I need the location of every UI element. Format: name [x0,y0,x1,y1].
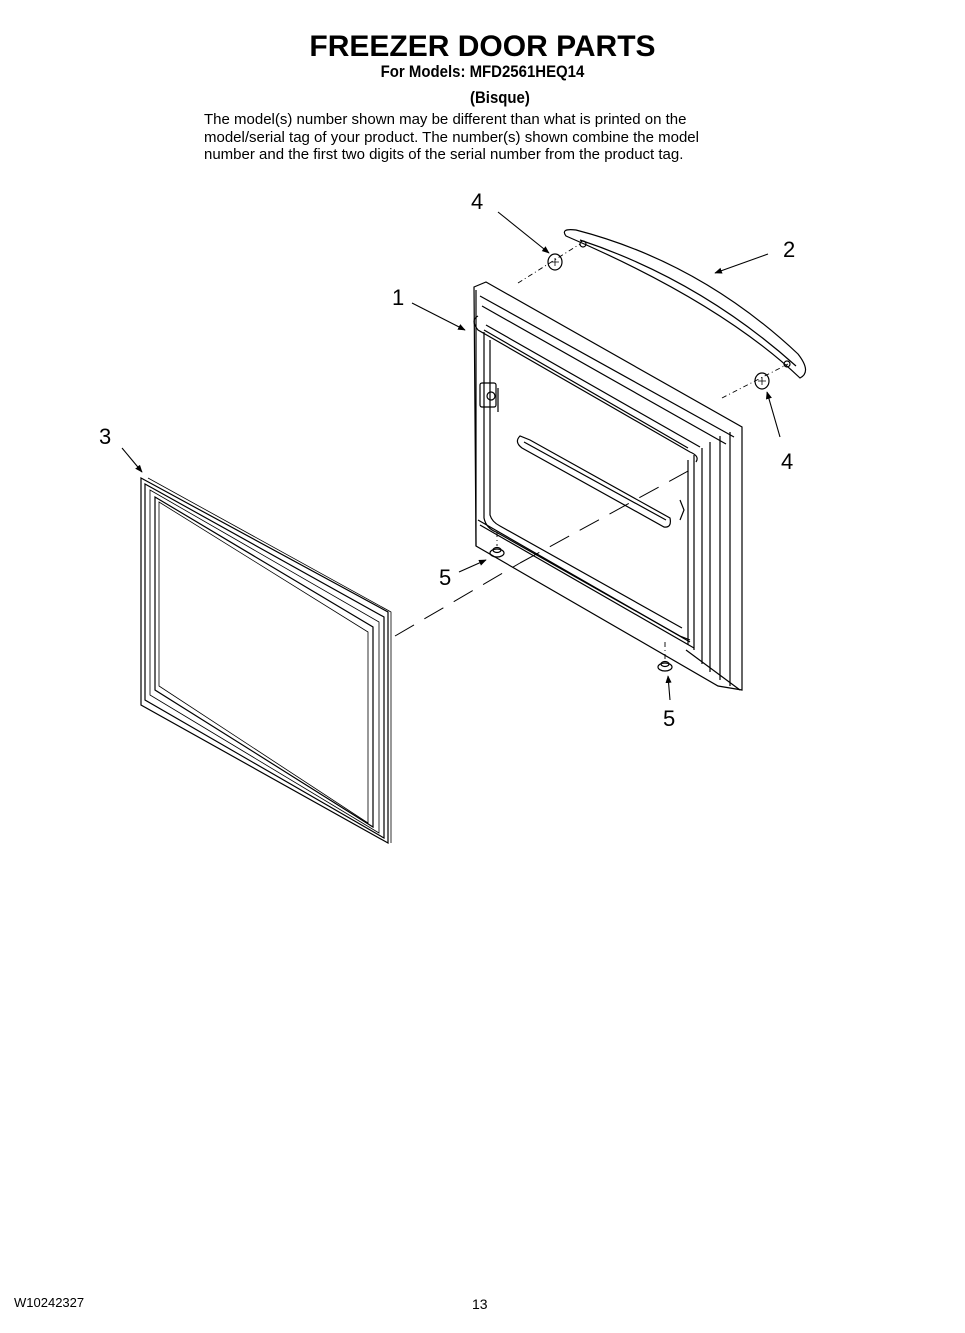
disclaimer-line: model/serial tag of your product. The nu… [204,128,699,146]
handle-screw-bottom [754,372,770,390]
disclaimer-line: number and the first two digits of the s… [204,146,684,163]
page-title: FREEZER DOOR PARTS [309,30,656,63]
disclaimer-line: The model(s) number shown may be differe… [204,111,687,128]
callout-2: 2 [783,237,795,262]
disclaimer-text: The model(s) number shown may be differe… [204,111,784,164]
callout-4-top: 4 [471,189,483,214]
assembly-guide-lines [394,469,691,637]
handle-part [563,229,807,379]
door-stop-right [657,660,673,672]
door-stop-left [489,546,505,558]
callout-5-right: 5 [663,706,675,731]
color-variant: (Bisque) [470,88,530,107]
page-number: 13 [472,1296,488,1312]
callout-1: 1 [392,285,404,310]
callout-arrows [121,211,781,701]
model-number: For Models: MFD2561HEQ14 [380,62,585,81]
callout-5-left: 5 [439,565,451,590]
door-assembly-part [473,281,743,691]
handle-screw-top [547,253,563,271]
document-number: W10242327 [14,1295,85,1310]
gasket-part [140,476,392,845]
callout-3: 3 [99,424,111,449]
callout-4-bottom: 4 [781,449,793,474]
screw-guide-lines [496,243,789,660]
